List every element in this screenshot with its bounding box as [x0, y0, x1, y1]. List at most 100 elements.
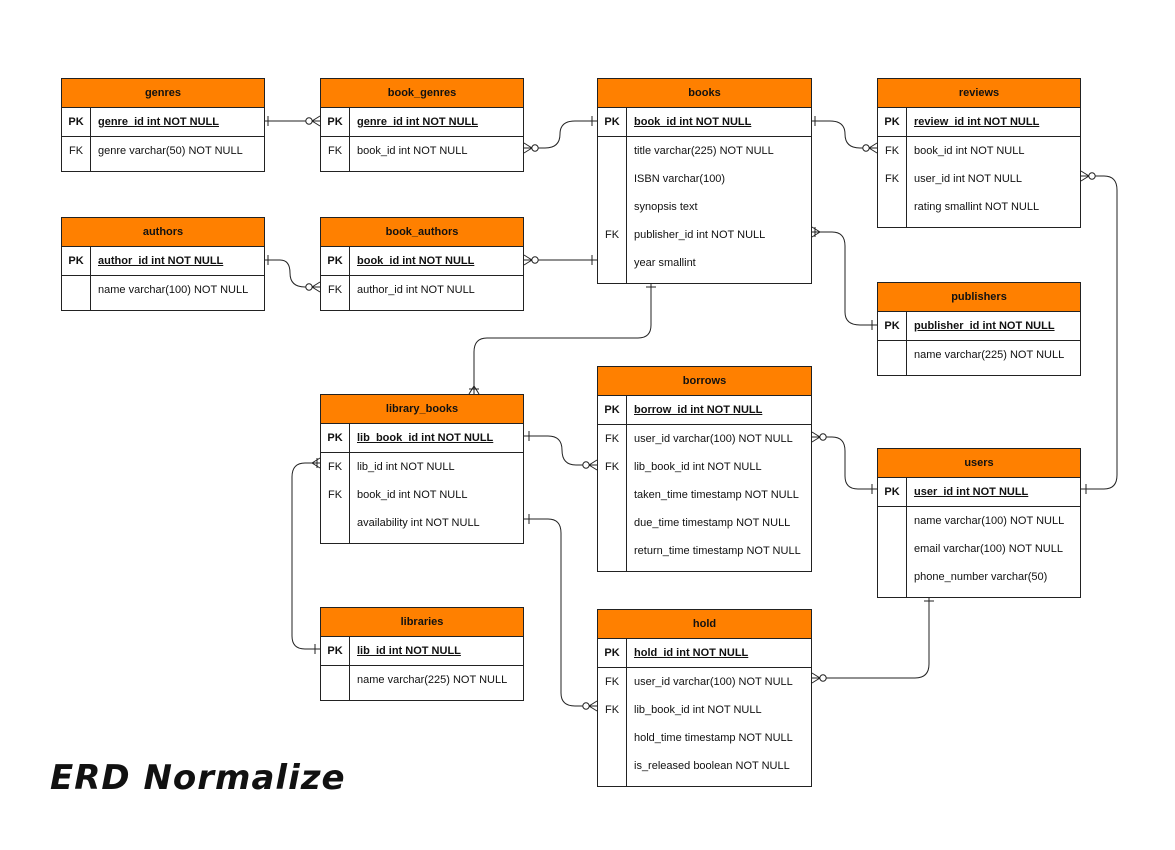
many-marker — [868, 142, 878, 149]
key-type: FK — [598, 453, 627, 481]
key-type — [878, 507, 907, 535]
many-marker — [311, 115, 321, 122]
entity-footer — [598, 565, 627, 571]
key-type: PK — [321, 424, 350, 452]
many-marker — [523, 259, 533, 266]
primary-key-row: PK genre_id int NOT NULL — [321, 108, 523, 137]
column-row: return_time timestamp NOT NULL — [598, 537, 811, 565]
relationship-line — [812, 231, 877, 326]
relationship-line — [524, 518, 597, 707]
column-definition: publisher_id int NOT NULL — [914, 320, 1055, 332]
key-type: PK — [598, 639, 627, 667]
column-definition: return_time timestamp NOT NULL — [634, 545, 801, 557]
key-type: PK — [321, 637, 350, 665]
column-row: name varchar(100) NOT NULL — [878, 507, 1080, 535]
column-definition: book_id int NOT NULL — [357, 145, 468, 157]
many-marker — [811, 231, 821, 238]
diagram-title: ERD Normalize — [50, 758, 346, 798]
key-type: FK — [598, 668, 627, 696]
relationship-line — [473, 282, 652, 394]
column-definition: due_time timestamp NOT NULL — [634, 517, 791, 529]
zero-marker — [819, 433, 827, 441]
key-type: FK — [598, 221, 627, 249]
column-row: FK user_id varchar(100) NOT NULL — [598, 425, 811, 453]
key-type: PK — [878, 312, 907, 340]
key-type: FK — [598, 425, 627, 453]
many-marker — [523, 147, 533, 154]
primary-key-row: PK lib_id int NOT NULL — [321, 637, 523, 666]
column-definition: rating smallint NOT NULL — [914, 201, 1040, 213]
entity-title: reviews — [878, 79, 1080, 108]
column-definition: lib_id int NOT NULL — [357, 645, 461, 657]
zero-marker — [582, 461, 590, 469]
column-definition: book_id int NOT NULL — [357, 489, 468, 501]
column-definition: title varchar(225) NOT NULL — [634, 145, 774, 157]
column-definition: genre varchar(50) NOT NULL — [98, 145, 243, 157]
key-type: FK — [321, 276, 350, 304]
entity-title: libraries — [321, 608, 523, 637]
key-type — [598, 724, 627, 752]
column-definition: user_id varchar(100) NOT NULL — [634, 433, 793, 445]
key-type: PK — [62, 108, 91, 136]
column-definition: user_id int NOT NULL — [914, 173, 1023, 185]
relationship-line — [524, 120, 597, 149]
column-definition: genre_id int NOT NULL — [357, 116, 478, 128]
zero-marker — [582, 702, 590, 710]
key-type — [598, 537, 627, 565]
entity-title: hold — [598, 610, 811, 639]
key-type — [598, 752, 627, 780]
column-definition: synopsis text — [634, 201, 698, 213]
many-marker — [311, 457, 321, 464]
many-marker — [811, 677, 821, 684]
key-type — [321, 509, 350, 537]
zero-marker — [305, 117, 313, 125]
entity-title: authors — [62, 218, 264, 247]
many-marker — [523, 142, 533, 149]
column-definition: book_id int NOT NULL — [357, 255, 475, 267]
many-marker — [588, 459, 598, 466]
key-type: PK — [321, 108, 350, 136]
key-type: PK — [598, 108, 627, 136]
column-definition: hold_id int NOT NULL — [634, 647, 749, 659]
column-definition: user_id int NOT NULL — [914, 486, 1029, 498]
column-row: rating smallint NOT NULL — [878, 193, 1080, 221]
key-type — [598, 481, 627, 509]
key-type — [598, 249, 627, 277]
relationship-line — [291, 462, 320, 650]
column-definition: lib_book_id int NOT NULL — [357, 432, 494, 444]
entity-footer — [598, 277, 627, 283]
entity-footer — [878, 221, 907, 227]
key-type — [878, 535, 907, 563]
column-definition: name varchar(100) NOT NULL — [914, 515, 1065, 527]
column-row: name varchar(225) NOT NULL — [878, 341, 1080, 369]
key-type: FK — [878, 137, 907, 165]
entity-footer — [321, 694, 350, 700]
relationship-line — [812, 120, 877, 149]
column-definition: taken_time timestamp NOT NULL — [634, 489, 799, 501]
many-marker — [588, 700, 598, 707]
column-row: is_released boolean NOT NULL — [598, 752, 811, 780]
entity-footer — [878, 369, 907, 375]
column-definition: hold_time timestamp NOT NULL — [634, 732, 793, 744]
